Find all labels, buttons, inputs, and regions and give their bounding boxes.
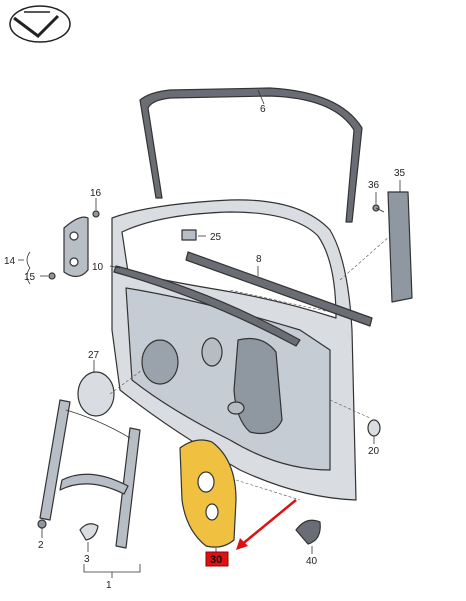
clip-part	[181, 229, 197, 241]
inner-window-seal	[113, 265, 301, 347]
leader-lines	[18, 89, 401, 578]
callout-1: 1	[106, 580, 112, 591]
bracket-part-40	[295, 519, 321, 545]
callout-8: 8	[256, 254, 262, 265]
callout-40: 40	[306, 556, 318, 567]
callout-16: 16	[90, 188, 102, 199]
callout-27: 27	[88, 350, 100, 361]
callout-10: 10	[92, 262, 104, 273]
assembly-guides	[109, 235, 391, 501]
highlighted-part-30	[179, 439, 237, 548]
window-seal-strip	[185, 251, 373, 327]
callout-2: 2	[38, 540, 44, 551]
callout-30-highlight: 30	[205, 551, 229, 567]
screw-36	[372, 204, 385, 213]
door-shell	[111, 199, 357, 501]
brand-logo	[9, 5, 71, 43]
pillar-trim	[387, 191, 413, 303]
callout-30: 30	[210, 554, 222, 566]
callout-15: 15	[24, 272, 36, 283]
callout-36: 36	[368, 180, 380, 191]
callout-20: 20	[368, 446, 380, 457]
round-cover	[77, 371, 115, 417]
callout-35: 35	[394, 168, 406, 179]
cable-clip	[79, 523, 99, 541]
hinge-bracket	[48, 210, 100, 280]
window-regulator	[39, 399, 141, 549]
callout-labels: 6 8 10 25 20 27 36 35 16 15 14 2 3 1 40	[4, 104, 406, 591]
callout-3: 3	[84, 554, 90, 565]
callout-6: 6	[260, 104, 266, 115]
window-frame-seal	[139, 87, 363, 223]
highlight-arrow	[236, 499, 297, 550]
callout-25: 25	[210, 232, 222, 243]
plug-part	[367, 419, 381, 437]
nut-part	[37, 519, 47, 529]
callout-14: 14	[4, 256, 16, 267]
